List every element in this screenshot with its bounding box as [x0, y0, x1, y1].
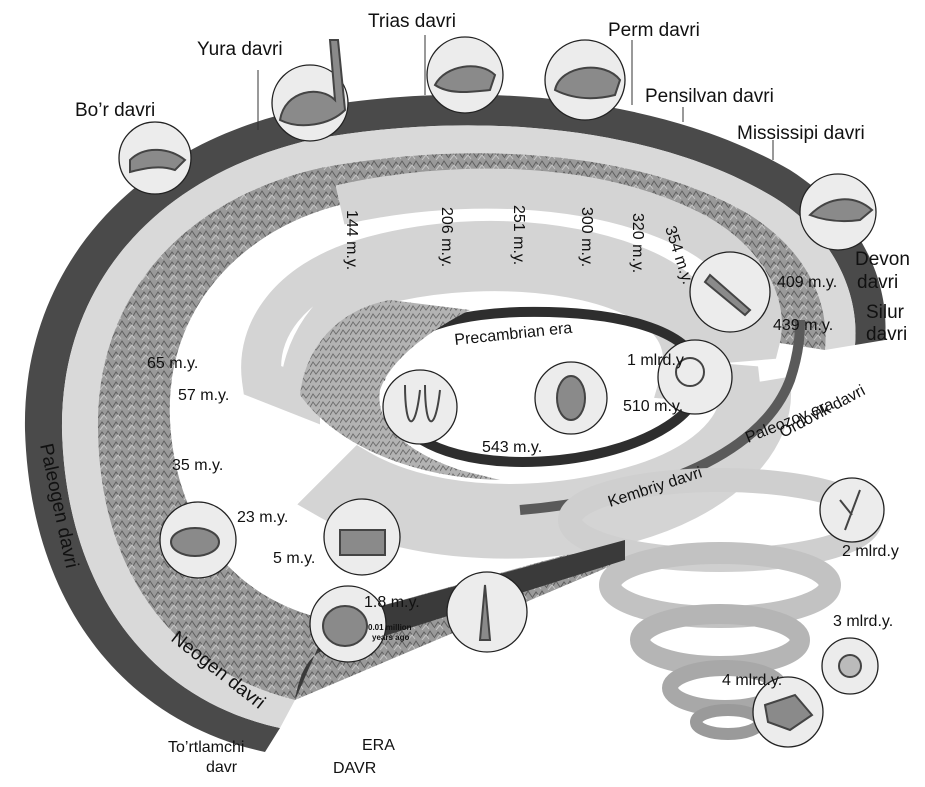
- age-0-01-million: 0.01 million: [368, 623, 412, 632]
- label-silur-davri: davri: [866, 324, 907, 345]
- age-65: 65 m.y.: [147, 355, 198, 372]
- label-devon: Devon: [855, 249, 910, 270]
- age-510: 510 m.y.: [623, 398, 683, 415]
- age-3-mlrd: 3 mlrd.y.: [833, 613, 893, 630]
- label-trias-davri: Trias davri: [368, 11, 456, 32]
- ring-age-300: 300 m.y.: [578, 207, 595, 267]
- label-perm-davri: Perm davri: [608, 20, 700, 41]
- label-bor-davri: Bo’r davri: [75, 100, 155, 121]
- label-tortlamchi-davr: davr: [206, 759, 238, 776]
- age-years-ago: years ago: [372, 633, 409, 642]
- legend-davr: DAVR: [333, 760, 376, 777]
- age-1-8: 1.8 m.y.: [364, 594, 420, 611]
- label-silur: Silur: [866, 302, 905, 323]
- ring-age-206: 206 m.y.: [438, 207, 455, 267]
- age-2-mlrd: 2 mlrd.y: [842, 543, 899, 560]
- label-precambrian-era: Precambrian era: [454, 320, 574, 349]
- age-439: 439 m.y.: [773, 317, 833, 334]
- ring-age-320: 320 m.y.: [629, 213, 646, 273]
- label-mississipi-davri: Mississipi davri: [737, 123, 865, 144]
- label-tortlamchi: To’rtlamchi: [168, 739, 244, 756]
- label-devon-davri: davri: [857, 272, 898, 293]
- label-pensilvan-davri: Pensilvan davri: [645, 86, 774, 107]
- age-543: 543 m.y.: [482, 439, 542, 456]
- ring-age-251: 251 m.y.: [510, 205, 527, 265]
- label-yura-davri: Yura davri: [197, 39, 283, 60]
- age-35: 35 m.y.: [172, 457, 223, 474]
- precambrian-worm-circle: [383, 370, 457, 444]
- age-57: 57 m.y.: [178, 387, 229, 404]
- age-23: 23 m.y.: [237, 509, 288, 526]
- legend-era: ERA: [362, 737, 395, 754]
- age-4-mlrd: 4 mlrd.y.: [722, 672, 782, 689]
- age-409: 409 m.y.: [777, 274, 837, 291]
- age-5: 5 m.y.: [273, 550, 315, 567]
- age-1-mlrd: 1 mlrd.y: [627, 352, 684, 369]
- ring-age-144: 144 m.y.: [343, 210, 360, 270]
